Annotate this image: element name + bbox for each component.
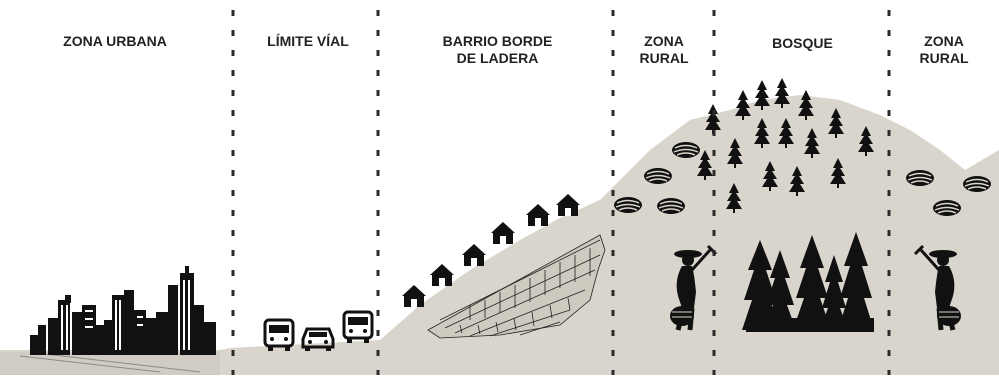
- farm-field-icon: [905, 169, 935, 187]
- zone-dividers: [231, 10, 891, 375]
- pine-tree-icon: [754, 80, 770, 110]
- house-icon: [402, 285, 426, 307]
- zone-label-bosque: BOSQUE: [772, 35, 833, 51]
- zone-label-zona-rural-2: ZONA RURAL: [919, 33, 969, 66]
- forest-cluster-icon: [742, 232, 874, 332]
- hillside-settlement: [427, 234, 606, 339]
- farm-field-icon: [932, 199, 962, 217]
- farm-field-icon: [671, 141, 701, 159]
- farm-field-icon: [656, 197, 686, 215]
- bus-icon: [342, 310, 374, 345]
- house-icon: [491, 222, 515, 244]
- house-icon: [430, 264, 454, 286]
- terrain-ground: [0, 95, 999, 375]
- house-icon: [526, 204, 550, 226]
- zone-label-limite-vial: LÍMITE VÍAL: [267, 33, 349, 49]
- bus-icon: [263, 318, 295, 353]
- zone-label-zona-rural-1: ZONA RURAL: [639, 33, 689, 66]
- zone-label-barrio-borde: BARRIO BORDE DE LADERA: [442, 33, 553, 66]
- zone-label-zona-urbana: ZONA URBANA: [63, 33, 167, 49]
- farm-field-icon: [613, 196, 643, 214]
- car-icon: [301, 327, 335, 353]
- road: [0, 352, 220, 375]
- house-icon: [556, 194, 580, 216]
- farm-field-icon: [962, 175, 992, 193]
- city-skyline-icon: [30, 266, 216, 355]
- pine-tree-icon: [774, 78, 790, 108]
- house-icon: [462, 244, 486, 266]
- farm-field-icon: [643, 167, 673, 185]
